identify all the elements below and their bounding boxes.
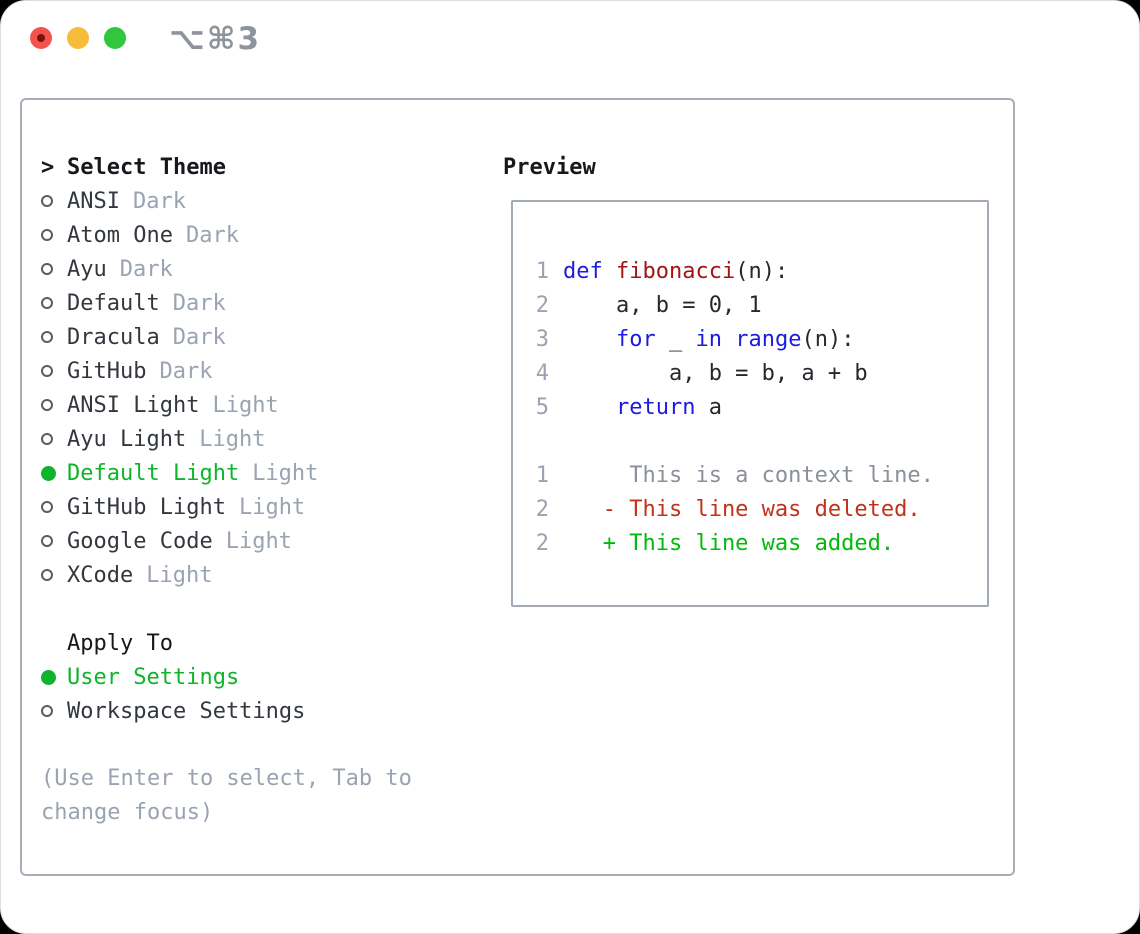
- option-variant-label: Light: [252, 460, 319, 486]
- apply-to-option[interactable]: User Settings: [41, 660, 481, 694]
- radio-unselected-icon: [41, 535, 67, 547]
- theme-option[interactable]: XCode Light: [41, 558, 481, 592]
- spacer: [41, 592, 481, 626]
- option-variant-label: Light: [225, 528, 292, 554]
- radio-unselected-icon: [41, 331, 67, 343]
- theme-option[interactable]: GitHub Light Light: [41, 490, 481, 524]
- theme-option[interactable]: Default Dark: [41, 286, 481, 320]
- apply-to-title: Apply To: [67, 630, 173, 656]
- theme-option[interactable]: Ayu Dark: [41, 252, 481, 286]
- line-content: + This line was added.: [563, 530, 895, 556]
- option-variant-label: Dark: [172, 290, 226, 316]
- line-content: for _ in range(n):: [615, 326, 855, 352]
- preview-line: 5 return a: [533, 390, 987, 424]
- option-label: Google Code: [67, 528, 213, 554]
- line-content: This is a context line.: [563, 462, 934, 488]
- theme-option[interactable]: ANSI Light Light: [41, 388, 481, 422]
- option-label: Ayu: [67, 256, 107, 282]
- preview-line: 1 This is a context line.: [533, 458, 987, 492]
- select-theme-header: > Select Theme: [41, 150, 481, 184]
- radio-unselected-icon: [41, 297, 67, 309]
- radio-unselected-icon: [41, 501, 67, 513]
- option-label: Default: [67, 290, 160, 316]
- radio-unselected-icon: [41, 195, 67, 207]
- preview-line: 2 + This line was added.: [533, 526, 987, 560]
- preview-line: 2 - This line was deleted.: [533, 492, 987, 526]
- radio-unselected-icon: [41, 263, 67, 275]
- option-variant-label: Light: [238, 494, 306, 520]
- theme-option[interactable]: ANSI Dark: [41, 184, 481, 218]
- line-content: - This line was deleted.: [563, 496, 921, 522]
- line-number: 5: [535, 394, 549, 420]
- line-content: a, b = 0, 1: [563, 292, 762, 318]
- line-number: 2: [535, 496, 549, 522]
- option-label: Workspace Settings: [67, 698, 306, 724]
- apply-to-option[interactable]: Workspace Settings: [41, 694, 481, 728]
- radio-unselected-icon: [41, 705, 67, 717]
- radio-unselected-icon: [41, 399, 67, 411]
- zoom-button-icon[interactable]: [104, 27, 126, 49]
- line-number: 2: [535, 530, 549, 556]
- option-label: ANSI: [67, 188, 120, 214]
- preview-line: 4 a, b = b, a + b: [533, 356, 987, 390]
- radio-unselected-icon: [41, 229, 67, 241]
- preview-line: [533, 424, 987, 458]
- radio-unselected-icon: [41, 365, 67, 377]
- option-variant-label: Dark: [185, 222, 239, 248]
- option-label: GitHub: [67, 358, 147, 384]
- theme-option[interactable]: Default Light Light: [41, 456, 481, 490]
- preview-line: 2 a, b = 0, 1: [533, 288, 987, 322]
- theme-option[interactable]: GitHub Dark: [41, 354, 481, 388]
- line-content: return a: [615, 394, 722, 420]
- option-label: Default Light: [67, 460, 240, 486]
- option-label: GitHub Light: [67, 494, 226, 520]
- preview-line: 1 def fibonacci(n):: [533, 254, 987, 288]
- line-number: 4: [535, 360, 549, 386]
- preview-title: Preview: [503, 154, 596, 180]
- close-button-icon[interactable]: [30, 27, 52, 49]
- line-number: 1: [535, 258, 549, 284]
- option-label: ANSI Light: [67, 392, 200, 418]
- option-variant-label: Light: [199, 426, 266, 452]
- option-label: XCode: [67, 562, 134, 588]
- theme-option[interactable]: Dracula Dark: [41, 320, 481, 354]
- option-variant-label: Light: [212, 392, 279, 418]
- apply-to-header: Apply To: [41, 626, 481, 660]
- option-label: Atom One: [67, 222, 173, 248]
- radio-unselected-icon: [41, 433, 67, 445]
- line-content: def fibonacci(n):: [563, 258, 789, 284]
- preview-line: 3 for _ in range(n):: [533, 322, 987, 356]
- line-number: 1: [535, 462, 549, 488]
- radio-selected-icon: [41, 465, 67, 481]
- line-number: 3: [535, 326, 549, 352]
- minimize-button-icon[interactable]: [67, 27, 89, 49]
- theme-option[interactable]: Google Code Light: [41, 524, 481, 558]
- select-theme-title: Select Theme: [67, 154, 226, 180]
- option-variant-label: Dark: [132, 188, 186, 214]
- hint-text: (Use Enter to select, Tab to change focu…: [41, 766, 412, 825]
- option-variant-label: Light: [146, 562, 213, 588]
- cursor-pointer-icon: >: [41, 154, 55, 180]
- option-label: Dracula: [67, 324, 160, 350]
- option-variant-label: Dark: [172, 324, 226, 350]
- line-content: a, b = b, a + b: [563, 360, 868, 386]
- window-title: ⌥⌘3: [169, 21, 262, 57]
- line-number: 2: [535, 292, 549, 318]
- option-variant-label: Dark: [119, 256, 173, 282]
- option-variant-label: Dark: [159, 358, 213, 384]
- radio-unselected-icon: [41, 569, 67, 581]
- option-label: User Settings: [67, 664, 240, 690]
- option-label: Ayu Light: [67, 426, 187, 452]
- theme-option[interactable]: Atom One Dark: [41, 218, 481, 252]
- titlebar: ⌥⌘3: [1, 1, 1139, 75]
- theme-option[interactable]: Ayu Light Light: [41, 422, 481, 456]
- radio-selected-icon: [41, 669, 67, 685]
